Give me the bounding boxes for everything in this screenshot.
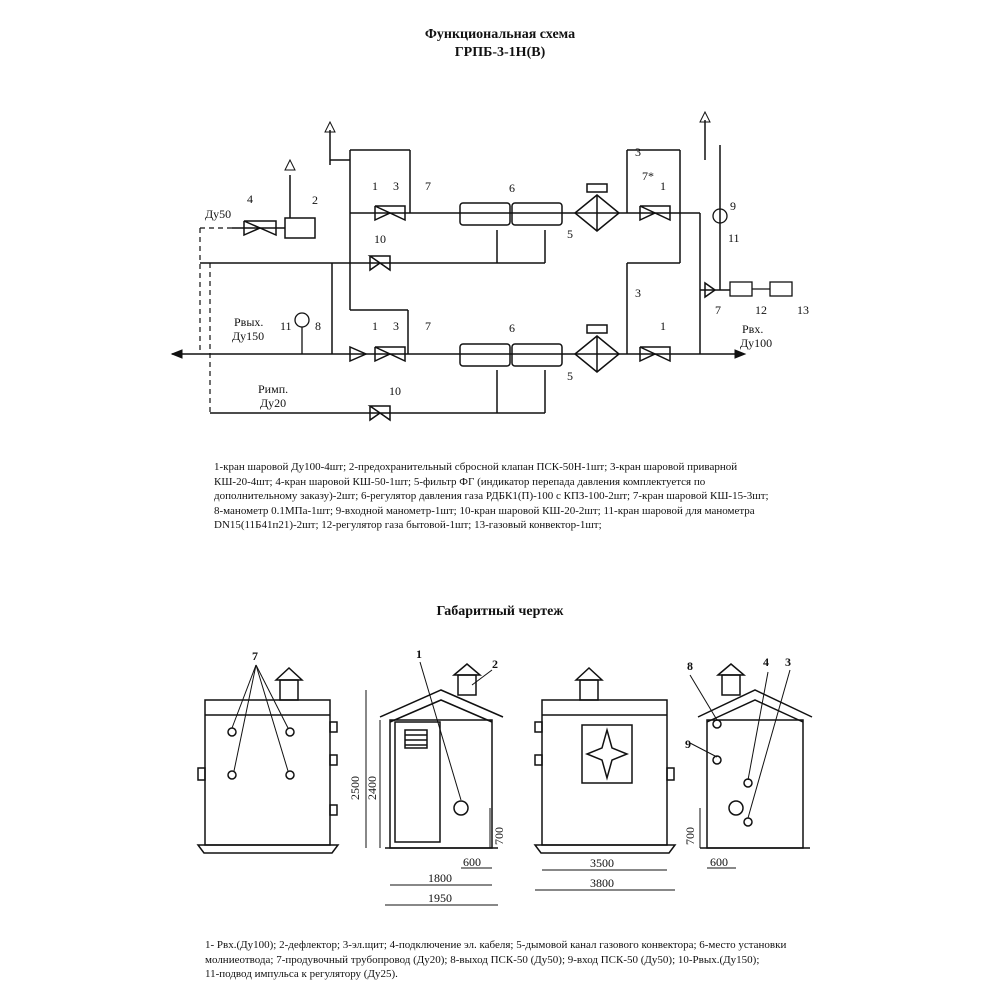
schema-legend: 1-кран шаровой Ду100-4шт; 2-предохраните… xyxy=(214,460,814,533)
num-11: 11 xyxy=(728,231,740,245)
dim-1950: 1950 xyxy=(428,891,452,905)
drawing-legend-line: 1- Рвх.(Ду100); 2-дефлектор; 3-эл.щит; 4… xyxy=(205,939,787,951)
dim-700: 700 xyxy=(492,827,506,845)
manometer-icon xyxy=(294,312,310,328)
dim-3500: 3500 xyxy=(590,856,614,870)
label-pimp: Римп. xyxy=(258,382,288,396)
num-1: 1 xyxy=(660,179,666,193)
door xyxy=(394,721,441,843)
dim-700: 700 xyxy=(683,827,697,845)
cabinet-view-4 xyxy=(706,719,804,849)
dimensional-drawing: 7 1 2 8 4 3 9 2500 2400 700 600 1800 195… xyxy=(196,647,813,906)
valve-icon xyxy=(639,205,671,222)
num-6: 6 xyxy=(509,181,515,195)
dimensional-title: Габаритный чертеж xyxy=(436,604,564,619)
num-10: 10 xyxy=(374,232,386,246)
valve-icon xyxy=(367,255,391,272)
num-6: 6 xyxy=(509,321,515,335)
drawing-legend-line: молниеотвода; 7-продувочный трубопровод … xyxy=(205,953,760,966)
vent-grille xyxy=(581,724,633,784)
num-3: 3 xyxy=(635,286,641,300)
manometers xyxy=(294,208,728,354)
label-du50: Ду50 xyxy=(205,207,231,221)
functional-title: Функциональная схема ГРПБ-3-1Н(В) xyxy=(0,26,1000,62)
schema-legend-line: дополнительному заказу)-2шт; 6-регулятор… xyxy=(214,490,769,502)
drawing-legend: 1- Рвх.(Ду100); 2-дефлектор; 3-эл.щит; 4… xyxy=(205,938,825,982)
num-13: 13 xyxy=(797,303,809,317)
num-12: 12 xyxy=(755,303,767,317)
gas-regulator-box xyxy=(729,281,753,297)
label-pvh: Рвх. xyxy=(742,322,763,336)
num-3: 3 xyxy=(635,145,641,159)
cabinet-view-3 xyxy=(541,699,668,846)
num-3: 3 xyxy=(393,319,399,333)
num-5: 5 xyxy=(567,369,573,383)
label-du100: Ду100 xyxy=(740,336,772,350)
dim-600: 600 xyxy=(710,855,728,869)
inlet-arrow xyxy=(734,349,747,359)
callout-4: 4 xyxy=(763,655,769,669)
num-11: 11 xyxy=(280,319,292,333)
schema-legend-line: КШ-20-4шт; 4-кран шаровой КШ-50-1шт; 5-ф… xyxy=(214,475,706,488)
functional-title-line1: Функциональная схема xyxy=(424,27,576,42)
num-9: 9 xyxy=(730,199,736,213)
dim-1800: 1800 xyxy=(428,871,452,885)
num-3: 3 xyxy=(393,179,399,193)
dim-2400: 2400 xyxy=(365,776,379,800)
cabinet-view-1 xyxy=(204,699,331,846)
valve-icon xyxy=(639,346,671,363)
num-1: 1 xyxy=(372,179,378,193)
callout-2: 2 xyxy=(492,657,498,671)
check-valve-icon xyxy=(349,345,368,363)
dim-2500: 2500 xyxy=(348,776,362,800)
num-4: 4 xyxy=(247,192,253,206)
label-star7: 7* xyxy=(642,169,654,183)
num-7: 7 xyxy=(425,179,431,193)
num-1: 1 xyxy=(660,319,666,333)
callout-8: 8 xyxy=(687,659,693,673)
callout-7: 7 xyxy=(252,649,258,663)
label-pvyh: Рвых. xyxy=(234,315,263,329)
valve-icon xyxy=(367,405,391,422)
dim-600: 600 xyxy=(463,855,481,869)
label-du20: Ду20 xyxy=(260,396,286,410)
regulators xyxy=(459,202,563,367)
schema-legend-line: DN15(11Б41п21)-2шт; 12-регулятор газа бы… xyxy=(214,519,602,531)
num-1: 1 xyxy=(372,319,378,333)
num-5: 5 xyxy=(567,227,573,241)
schema-legend-line: 1-кран шаровой Ду100-4шт; 2-предохраните… xyxy=(214,461,738,473)
callout-9: 9 xyxy=(685,737,691,751)
callout-1: 1 xyxy=(416,647,422,661)
functional-title-line2: ГРПБ-3-1Н(В) xyxy=(454,45,546,60)
drawing-legend-line: 11-подвод импульса к регулятору (Ду25). xyxy=(205,968,398,980)
num-10: 10 xyxy=(389,384,401,398)
outlet-arrow xyxy=(170,349,183,359)
valve-icon xyxy=(374,346,406,363)
label-du150: Ду150 xyxy=(232,329,264,343)
num-7: 7 xyxy=(425,319,431,333)
convector-box xyxy=(769,281,793,297)
valve-icon xyxy=(374,205,406,222)
valve-icon xyxy=(243,220,277,237)
callout-3: 3 xyxy=(785,655,791,669)
psk-box xyxy=(284,217,316,239)
dim-3800: 3800 xyxy=(590,876,614,890)
check-valve-icon xyxy=(704,281,717,299)
num-7: 7 xyxy=(715,303,721,317)
num-2: 2 xyxy=(312,193,318,207)
functional-schema: Ду50 Рвых. Ду150 Римп. Ду20 Рвх. Ду100 7… xyxy=(170,110,809,422)
num-8: 8 xyxy=(315,319,321,333)
schema-legend-line: 8-манометр 0.1МПа-1шт; 9-входной маномет… xyxy=(214,504,755,517)
valves xyxy=(243,205,717,422)
manometer-icon xyxy=(712,208,728,224)
vent-arrow xyxy=(324,120,336,133)
filters xyxy=(573,183,621,373)
